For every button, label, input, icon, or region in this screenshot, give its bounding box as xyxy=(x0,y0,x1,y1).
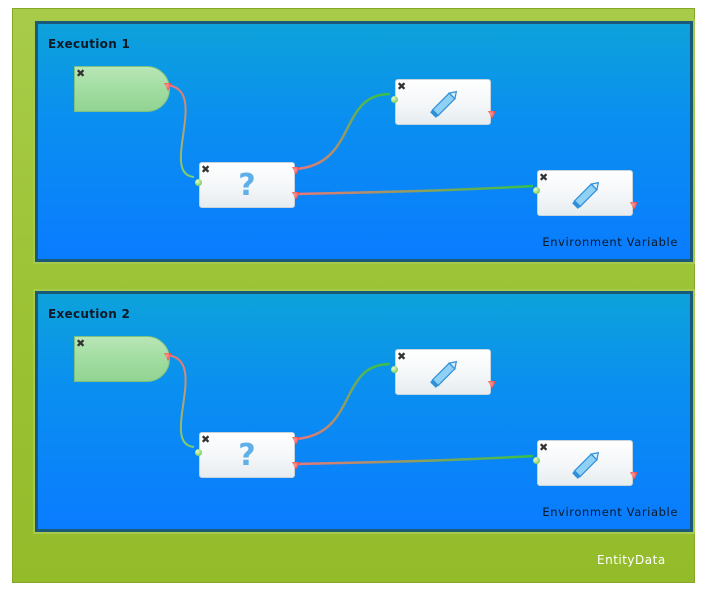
output-port[interactable] xyxy=(630,472,638,480)
output-port[interactable] xyxy=(164,83,172,91)
decision-node[interactable]: ✖ ? xyxy=(195,162,300,208)
pencil-icon xyxy=(430,90,458,118)
input-port[interactable] xyxy=(195,179,202,186)
environment-variable-label: Environment Variable xyxy=(542,235,678,249)
wrench-icon[interactable]: ✖ xyxy=(397,80,407,93)
execution-canvas-1: Execution 1 ✖ xyxy=(35,21,693,262)
action-node-bottom[interactable]: ✖ xyxy=(533,440,638,486)
wire-start-to-decision[interactable] xyxy=(163,84,195,178)
output-port-true[interactable] xyxy=(292,167,300,175)
output-port[interactable] xyxy=(488,111,496,119)
output-port[interactable] xyxy=(164,353,172,361)
execution-section-1: Execution 1 ✖ xyxy=(33,19,695,264)
input-port[interactable] xyxy=(391,96,398,103)
pencil-icon xyxy=(430,360,458,388)
output-port[interactable] xyxy=(630,202,638,210)
environment-variable-label: Environment Variable xyxy=(542,505,678,519)
wire-decision-to-action-bottom[interactable] xyxy=(295,184,534,196)
execution-title: Execution 1 xyxy=(48,37,131,51)
action-node-bottom[interactable]: ✖ xyxy=(533,170,638,216)
wrench-icon[interactable]: ✖ xyxy=(76,337,86,350)
start-node[interactable]: ✖ xyxy=(74,336,172,382)
connection-wires xyxy=(163,354,534,466)
input-port[interactable] xyxy=(195,449,202,456)
question-mark-icon: ? xyxy=(238,168,256,203)
entity-data-label: EntityData xyxy=(597,553,666,567)
wrench-icon[interactable]: ✖ xyxy=(539,171,549,184)
input-port[interactable] xyxy=(533,457,540,464)
wire-decision-to-action-top[interactable] xyxy=(295,92,391,171)
entity-data-container: Execution 1 ✖ xyxy=(12,8,695,583)
output-port[interactable] xyxy=(488,381,496,389)
input-port[interactable] xyxy=(533,187,540,194)
output-port-false[interactable] xyxy=(292,462,300,470)
execution-section-2: Execution 2 ✖ xyxy=(33,289,695,534)
decision-node[interactable]: ✖ ? xyxy=(195,432,300,478)
wire-decision-to-action-bottom[interactable] xyxy=(295,454,534,466)
connection-wires xyxy=(163,84,534,196)
output-port-false[interactable] xyxy=(292,192,300,200)
wrench-icon[interactable]: ✖ xyxy=(201,163,211,176)
wire-start-to-decision[interactable] xyxy=(163,354,195,448)
wire-decision-to-action-top[interactable] xyxy=(295,362,391,441)
wrench-icon[interactable]: ✖ xyxy=(539,441,549,454)
wrench-icon[interactable]: ✖ xyxy=(397,350,407,363)
pencil-icon xyxy=(572,181,600,209)
question-mark-icon: ? xyxy=(238,438,256,473)
wrench-icon[interactable]: ✖ xyxy=(76,67,86,80)
action-node-top[interactable]: ✖ xyxy=(391,79,496,125)
execution-canvas-2: Execution 2 ✖ xyxy=(35,291,693,532)
pencil-icon xyxy=(572,451,600,479)
execution-title: Execution 2 xyxy=(48,307,131,321)
output-port-true[interactable] xyxy=(292,437,300,445)
wrench-icon[interactable]: ✖ xyxy=(201,433,211,446)
input-port[interactable] xyxy=(391,366,398,373)
start-node[interactable]: ✖ xyxy=(74,66,172,112)
action-node-top[interactable]: ✖ xyxy=(391,349,496,395)
